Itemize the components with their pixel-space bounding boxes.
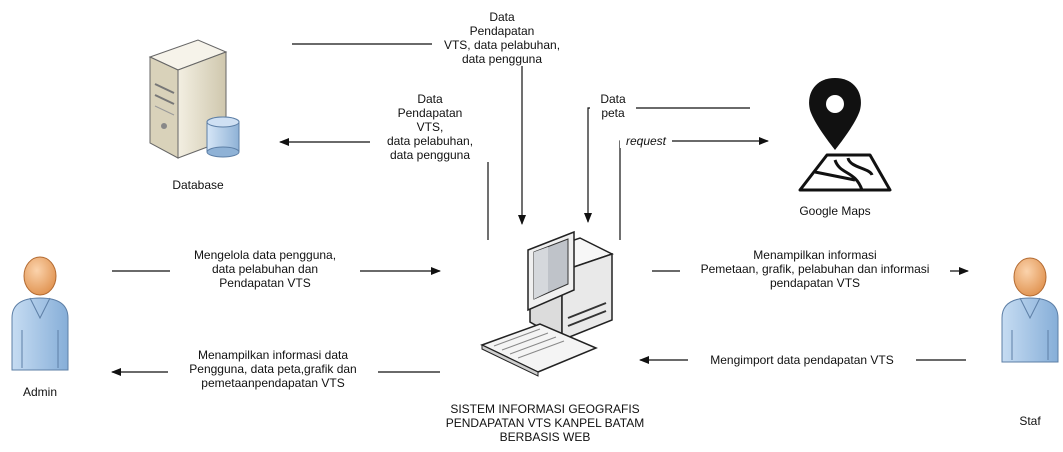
flow-label-system-to-db: Data Pendapatan VTS, data pelabuhan, dat… xyxy=(370,92,490,162)
admin-label: Admin xyxy=(22,385,57,399)
system-to-maps-line xyxy=(619,137,769,240)
staf-label: Staf xyxy=(1019,414,1041,428)
map-pin-icon xyxy=(798,78,892,192)
flow-label-admin-to-system: Mengelola data pengguna, data pelabuhan … xyxy=(170,248,360,290)
staf-user-icon xyxy=(1001,257,1059,363)
database-server-icon xyxy=(148,39,240,159)
system-title: SISTEM INFORMASI GEOGRAFIS PENDAPATAN VT… xyxy=(445,402,645,444)
flow-label-staf-to-system: Mengimport data pendapatan VTS xyxy=(688,353,916,367)
flow-label-system-to-staf: Menampilkan informasi Pemetaan, grafik, … xyxy=(680,248,950,290)
maps-to-system-line xyxy=(584,107,750,223)
flow-label-maps-to-system: Data peta xyxy=(590,92,636,120)
database-label: Database xyxy=(172,178,224,192)
desktop-computer-icon xyxy=(480,230,614,377)
admin-user-icon xyxy=(11,256,69,371)
flow-label-db-to-system: Data Pendapatan VTS, data pelabuhan, dat… xyxy=(432,10,572,66)
flow-label-system-to-maps: request xyxy=(620,134,672,148)
google-maps-label: Google Maps xyxy=(799,204,871,218)
flow-label-system-to-admin: Menampilkan informasi data Pengguna, dat… xyxy=(168,348,378,390)
